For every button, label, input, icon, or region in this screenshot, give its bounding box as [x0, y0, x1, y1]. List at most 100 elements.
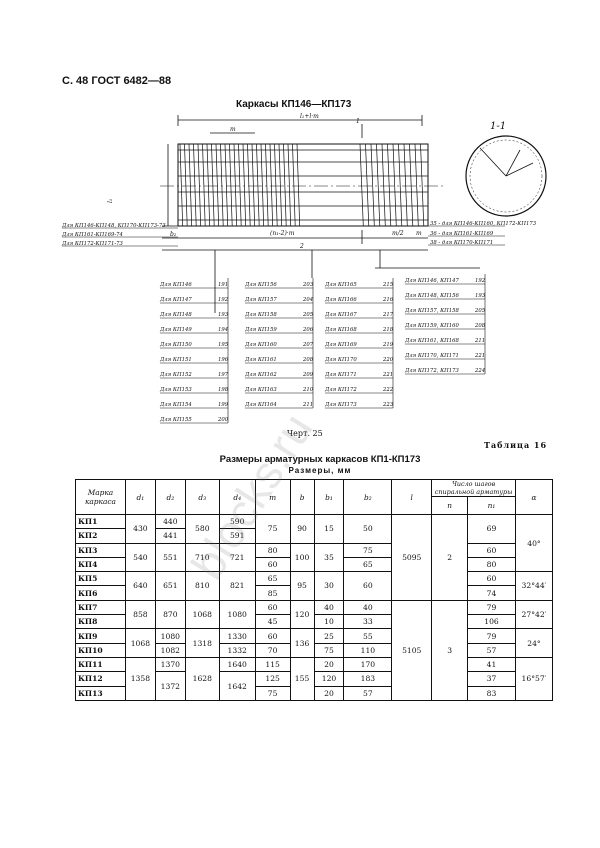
index-code: Для КП167: [324, 312, 357, 318]
cell-n1: 106: [467, 614, 516, 630]
cell-m: 125: [254, 671, 291, 687]
cell-b1: 10: [313, 614, 345, 630]
cell-b1: 25: [313, 628, 345, 644]
right-callout: 35 - для КП146-КП160, КП172-КП173: [430, 221, 537, 227]
th-d2: d₂: [154, 479, 186, 515]
cell-n1: 79: [467, 628, 516, 644]
index-code: Для КП154: [159, 402, 192, 408]
index-num: 195: [218, 342, 229, 348]
th-d1: d₁: [124, 479, 156, 515]
index-num: 211: [474, 338, 485, 344]
index-num: 218: [382, 327, 394, 333]
index-code: Для КП149: [159, 327, 192, 333]
cell-b2: 33: [343, 614, 393, 630]
index-code: Для КП162: [244, 372, 277, 378]
cell-l: 5105: [391, 599, 433, 701]
index-code: Для КП160: [244, 342, 277, 348]
cell-n1: 60: [467, 571, 516, 587]
cell-l: 5095: [391, 514, 433, 601]
right-callout: 38 - для КП170-КП171: [430, 240, 493, 246]
index-num: 206: [302, 327, 314, 333]
index-num: 199: [218, 402, 229, 408]
index-code: Для КП152: [159, 372, 192, 378]
cell-d3: 710: [184, 542, 220, 573]
cell-m: 115: [254, 656, 291, 673]
table-title: Размеры арматурных каркасов КП1-КП173 Ра…: [210, 454, 430, 476]
index-code: Для КП166: [324, 297, 357, 303]
cell-d2: 1080: [154, 628, 186, 644]
cell-b1: 20: [313, 656, 345, 673]
row-mark: КП3: [75, 542, 126, 558]
index-code: Для КП148: [159, 312, 192, 318]
index-num: 205: [302, 312, 314, 318]
cell-m: 70: [254, 642, 291, 658]
cell-b: 155: [289, 656, 315, 701]
index-num: 192: [475, 278, 486, 284]
index-code: Для КП172: [324, 387, 357, 393]
index-code: Для КП157: [244, 297, 277, 303]
cell-d2: 551: [154, 542, 186, 573]
cell-d2: 1082: [154, 642, 186, 658]
row-mark: КП11: [75, 656, 126, 673]
cell-d4: 1642: [218, 671, 256, 701]
cell-n: 2: [431, 514, 469, 601]
cell-b: 100: [289, 542, 315, 573]
cell-d3: 1628: [184, 656, 220, 701]
cell-d3: 810: [184, 571, 220, 601]
index-num: 197: [218, 372, 229, 378]
cell-d2: 440: [154, 513, 186, 530]
cell-m: 75: [254, 514, 291, 544]
index-num: 207: [302, 342, 314, 348]
index-code: Для КП158: [244, 312, 277, 318]
dim-label: b₂: [170, 231, 177, 238]
index-num: 200: [217, 417, 229, 423]
index-num: 219: [382, 342, 394, 348]
index-num: 211: [302, 402, 313, 408]
table-subtitle: Размеры, мм: [288, 466, 352, 475]
index-num: 220: [382, 357, 394, 363]
index-num: 217: [382, 312, 394, 318]
cell-b1: 15: [313, 514, 345, 544]
index-code: Для КП168: [324, 327, 357, 333]
cell-m: 60: [254, 599, 291, 616]
cell-b: 95: [289, 571, 315, 601]
th-b1: b₁: [313, 479, 345, 515]
index-num: 221: [382, 372, 393, 378]
index-code: Для КП159, КП160: [404, 323, 460, 329]
right-callout: 36 - для КП161-КП169: [430, 231, 494, 237]
page-header: С. 48 ГОСТ 6482—88: [62, 75, 172, 87]
cell-b2: 55: [343, 628, 393, 644]
index-num: 204: [302, 297, 313, 303]
cell-d2: 441: [154, 528, 186, 544]
cell-b2: 183: [343, 671, 393, 687]
index-code: Для КП153: [159, 387, 192, 393]
th-b: b: [289, 479, 315, 515]
row-mark: КП5: [75, 571, 126, 587]
row-mark: КП7: [75, 599, 126, 616]
cell-b1: 40: [313, 599, 345, 616]
cell-m: 80: [254, 542, 291, 558]
row-mark: КП10: [75, 642, 126, 658]
index-num: 208: [302, 357, 314, 363]
index-num: 221: [474, 353, 485, 359]
row-mark: КП4: [75, 556, 126, 573]
cell-m: 85: [254, 585, 291, 601]
cell-b2: 170: [343, 656, 393, 673]
index-num: 216: [382, 297, 394, 303]
index-code: Для КП165: [324, 282, 357, 288]
cell-b1: 30: [313, 571, 345, 601]
cell-d1: 1068: [124, 628, 156, 658]
dimensions-table: Марка каркаса d₁ d₂ d₃ d₄ m b b₁ b₂ l Чи…: [75, 479, 554, 701]
cage-drawing: l₁ l₁+l·m (n₁-2)·m m m/2 2 1 b₂ m Для КП…: [61, 113, 547, 424]
index-code: Для КП155: [159, 417, 192, 423]
table-title-text: Размеры арматурных каркасов КП1-КП173: [219, 454, 421, 465]
cell-b2: 75: [343, 542, 393, 558]
cell-d1: 430: [124, 514, 156, 544]
th-l: l: [391, 479, 433, 515]
cell-d2: 1372: [154, 671, 186, 701]
index-code: Для КП159: [244, 327, 277, 333]
th-alpha: α: [514, 479, 554, 515]
cell-d4: 591: [218, 528, 256, 544]
th-m: m: [254, 479, 291, 515]
cell-d3: 580: [184, 514, 220, 544]
